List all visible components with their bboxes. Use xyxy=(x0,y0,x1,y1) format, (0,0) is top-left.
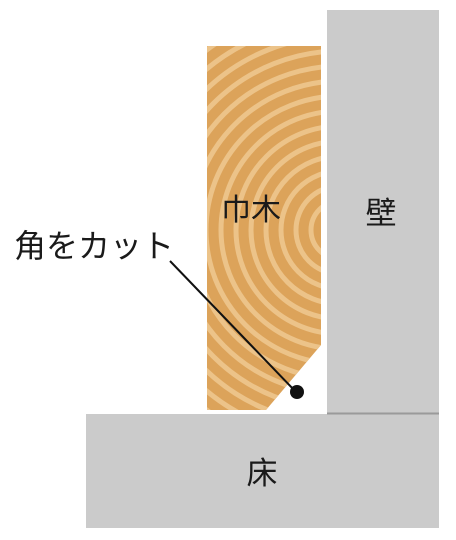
wood-ring xyxy=(218,108,321,352)
wall-label: 壁 xyxy=(366,196,397,232)
wood-ring xyxy=(263,153,321,307)
wood-ring xyxy=(308,198,321,262)
wall xyxy=(327,10,439,414)
wood-ring xyxy=(293,183,321,277)
baseboard-label: 巾木 xyxy=(221,193,281,228)
baseboard xyxy=(207,46,321,410)
wood-ring xyxy=(233,123,321,337)
cut-corner-marker xyxy=(290,385,304,399)
floor xyxy=(86,414,439,528)
callout-label: 角をカット xyxy=(14,227,174,265)
wood-grain-rings xyxy=(207,46,321,410)
wood-ring xyxy=(248,138,321,322)
floor-label: 床 xyxy=(247,456,278,492)
callout-leader-line xyxy=(169,260,297,393)
wood-ring xyxy=(278,168,321,292)
